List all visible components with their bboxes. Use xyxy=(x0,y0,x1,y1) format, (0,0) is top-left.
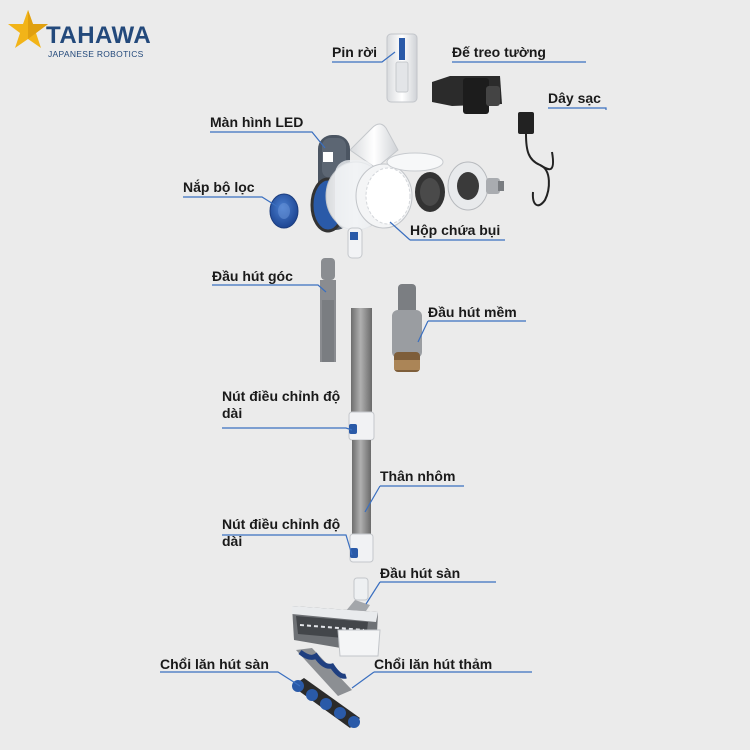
label-floor-roller: Chổi lăn hút sàn xyxy=(160,656,269,672)
aluminum-tube-lower xyxy=(349,440,374,563)
leader-lines xyxy=(160,51,607,689)
brand-name: TAHAWA xyxy=(46,22,152,49)
label-wall-mount: Đế treo tường xyxy=(452,44,546,60)
corner-nozzle-part xyxy=(320,258,336,362)
label-filter-cover: Nắp bộ lọc xyxy=(183,179,255,195)
soft-nozzle-part xyxy=(392,284,422,372)
label-charger: Dây sạc xyxy=(548,90,601,106)
battery-part xyxy=(386,33,418,103)
label-corner-nozzle: Đầu hút góc xyxy=(212,268,293,284)
label-length-adjust-1: Nút điều chỉnh độ dài xyxy=(222,388,341,421)
label-carpet-roller: Chổi lăn hút thảm xyxy=(374,656,493,672)
dust-box-part xyxy=(355,152,504,229)
charger-part xyxy=(518,112,554,207)
floor-roller-part xyxy=(292,678,360,728)
brand-star-icon xyxy=(8,10,48,48)
label-battery: Pin rời xyxy=(332,44,377,60)
filter-cover-part xyxy=(269,193,299,229)
label-aluminum-tube: Thân nhôm xyxy=(380,468,456,484)
aluminum-tube-upper xyxy=(348,308,375,441)
label-floor-nozzle: Đầu hút sàn xyxy=(380,565,461,581)
brand-tagline: JAPANESE ROBOTICS xyxy=(48,49,144,59)
label-soft-nozzle: Đầu hút mềm xyxy=(428,304,517,320)
carpet-roller-part xyxy=(296,648,352,696)
label-dust-box: Hộp chứa bụi xyxy=(410,222,501,238)
label-length-adjust-2: Nút điều chỉnh độ dài xyxy=(222,516,341,549)
label-led-screen: Màn hình LED xyxy=(210,114,304,130)
wall-mount-part xyxy=(432,76,502,114)
floor-nozzle-part xyxy=(292,577,381,657)
